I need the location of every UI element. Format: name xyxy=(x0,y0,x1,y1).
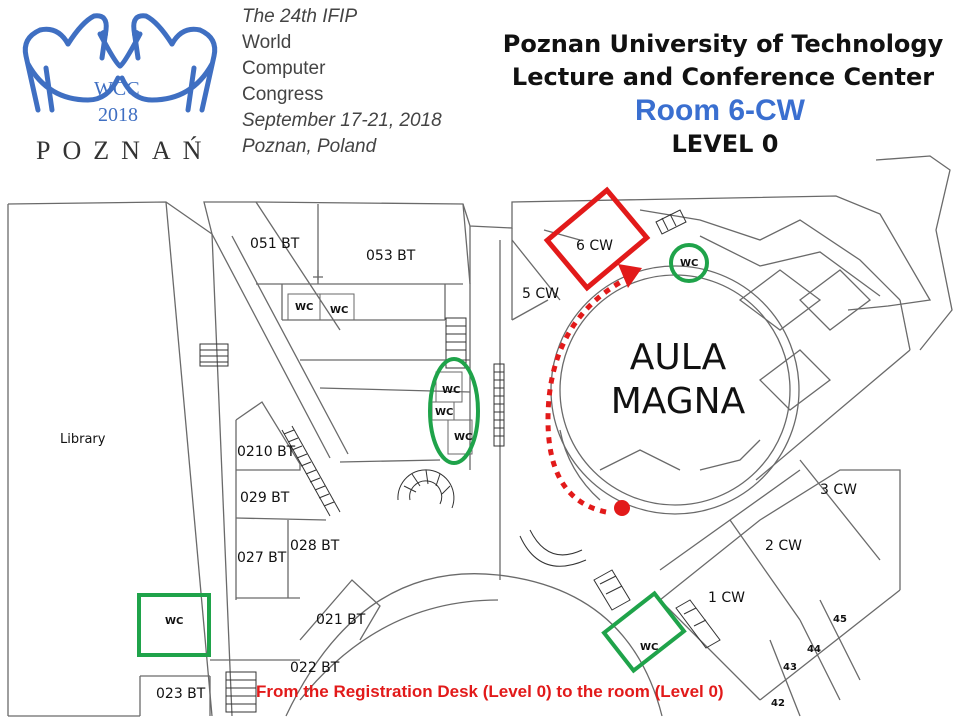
stair-near-6cw xyxy=(655,209,687,235)
room-3cw-label: 3 CW xyxy=(820,482,857,498)
center-title: Lecture and Conference Center xyxy=(511,63,935,91)
room-028-label: 028 BT xyxy=(290,538,340,554)
route-path xyxy=(545,264,642,516)
room-1cw-label: 1 CW xyxy=(708,590,745,606)
library-label: Library xyxy=(60,432,106,447)
wcc-logo: WCC 2018 POZNAŃ xyxy=(8,4,236,165)
conference-edition: The 24th IFIP xyxy=(242,6,358,27)
logo-figures-icon xyxy=(22,13,218,113)
aula-magna-label: AULA MAGNA xyxy=(598,336,758,424)
stair-small-left xyxy=(199,343,229,367)
wc-label-left: WC xyxy=(165,616,184,627)
room-42-label: 42 xyxy=(771,698,785,709)
stair-spiral xyxy=(397,469,455,509)
room-45-label: 45 xyxy=(833,614,847,625)
conference-name-line2: Computer xyxy=(242,58,326,79)
stair-vertical xyxy=(493,363,505,447)
route-caption: From the Registration Desk (Level 0) to … xyxy=(256,682,724,701)
room-43-label: 43 xyxy=(783,662,797,673)
logo-wcc-text: WCC xyxy=(94,78,140,100)
building-walls xyxy=(7,155,953,717)
toilet-highlights xyxy=(137,243,709,674)
aula-magna-line1: AULA xyxy=(629,337,727,378)
stair-small-bottom xyxy=(225,671,257,713)
room-title: Room 6-CW xyxy=(635,94,805,127)
target-room-highlight xyxy=(543,186,651,292)
route-arrowhead xyxy=(618,264,642,288)
stair-diagonal xyxy=(281,425,341,517)
room-051-label: 051 BT xyxy=(250,236,300,252)
conference-name-line3: Congress xyxy=(242,84,324,105)
room-0210-label: 0210 BT xyxy=(237,444,296,460)
conference-location: Poznan, Poland xyxy=(242,136,377,157)
toilet-oval-center xyxy=(428,357,480,465)
room-053-label: 053 BT xyxy=(366,248,416,264)
room-029-label: 029 BT xyxy=(240,490,290,506)
route-start-dot xyxy=(614,500,630,516)
room-5cw-label: 5 CW xyxy=(522,286,559,302)
wc-label-upper-2: WC xyxy=(330,305,349,316)
stair-near-1cw xyxy=(675,599,721,649)
room-021-label: 021 BT xyxy=(316,612,366,628)
room-022-label: 022 BT xyxy=(290,660,340,676)
toilet-box-bottom xyxy=(601,590,687,674)
level-title: LEVEL 0 xyxy=(671,130,779,158)
room-6cw-label: 6 CW xyxy=(576,238,613,254)
stair-near-wc-bottom xyxy=(593,569,631,611)
logo-city-text: POZNAŃ xyxy=(36,136,214,165)
stairs xyxy=(199,209,721,713)
wc-label-center-1: WC xyxy=(442,385,461,396)
wc-label-center-2: WC xyxy=(435,407,454,418)
room-023-label: 023 BT xyxy=(156,686,206,702)
toilet-circle-near-6cw xyxy=(669,243,709,283)
logo-year-text: 2018 xyxy=(98,104,138,126)
stair-curved xyxy=(519,529,587,567)
stair-wc-column xyxy=(445,317,467,369)
toilet-box-left xyxy=(137,593,211,657)
conference-dates: September 17-21, 2018 xyxy=(242,110,442,131)
wc-label-center-3: WC xyxy=(454,432,473,443)
room-027-label: 027 BT xyxy=(237,550,287,566)
wc-label-bottom: WC xyxy=(640,642,659,653)
wc-label-near-6cw: WC xyxy=(680,258,699,269)
room-44-label: 44 xyxy=(807,644,821,655)
university-title: Poznan University of Technology xyxy=(502,30,944,58)
wc-label-upper-1: WC xyxy=(295,302,314,313)
room-2cw-label: 2 CW xyxy=(765,538,802,554)
conference-name-line1: World xyxy=(242,32,292,53)
wc-cells xyxy=(287,293,473,455)
aula-magna-line2: MAGNA xyxy=(610,381,746,422)
